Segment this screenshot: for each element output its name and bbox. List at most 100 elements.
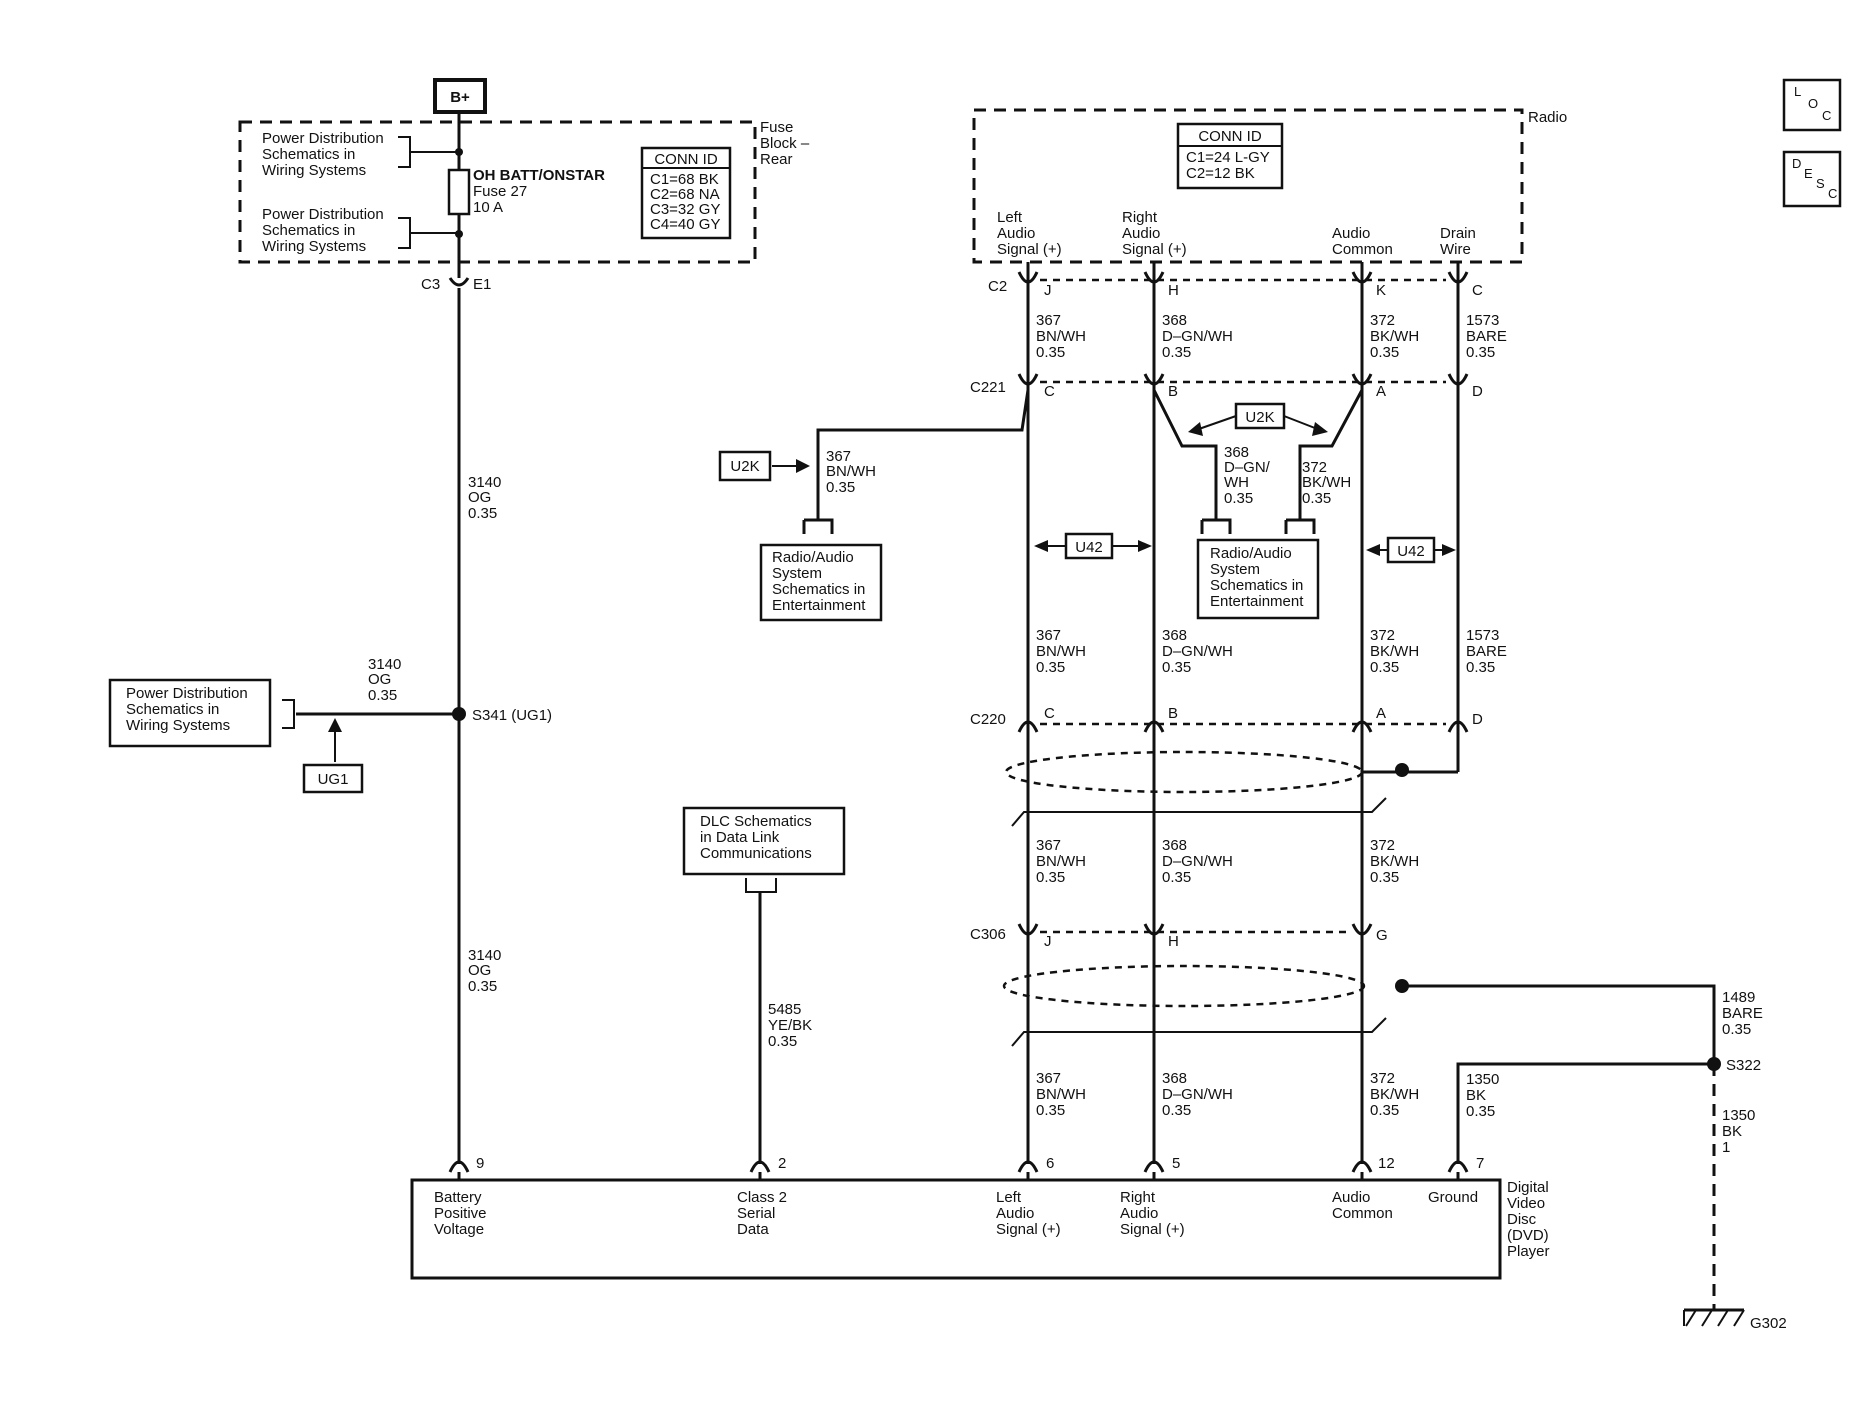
wire-372-branch-label: 372 BK/WH 0.35 — [1302, 459, 1355, 507]
wire-1489-label: 1489 BARE 0.35 — [1722, 989, 1767, 1038]
wire-1350-label: 1350 BK 0.35 — [1466, 1071, 1504, 1120]
loc-icon-frame — [1782, 78, 1842, 132]
c2-label: C2 — [988, 278, 1007, 295]
wire-5485-label: 5485 YE/BK 0.35 — [768, 1001, 816, 1050]
wire-368-label: 368 D–GN/WH 0.35 — [1162, 837, 1237, 886]
wire-368-label: 368 D–GN/WH 0.35 — [1162, 1070, 1237, 1119]
pd-bracket-2 — [398, 217, 459, 249]
branch-connector — [802, 518, 834, 534]
wire-3140-branch-label: 3140 OG 0.35 — [368, 656, 406, 704]
e1-label: E1 — [473, 276, 491, 293]
wire-3140-label: 3140 OG 0.35 — [468, 474, 506, 522]
g302-label: G302 — [1750, 1315, 1787, 1332]
pin-cup — [1351, 720, 1373, 733]
fuse-27-label: OH BATT/ONSTAR Fuse 27 10 A — [473, 167, 609, 216]
wire-1350-ground-label: 1350 BK 1 — [1722, 1107, 1760, 1156]
dvd-connector — [448, 1160, 1469, 1180]
pd-ref-3: Power Distribution Schematics in Wiring … — [126, 685, 252, 734]
pin-cup — [1351, 1160, 1373, 1173]
c306-connector — [1017, 923, 1373, 936]
shield-drain-dot — [1395, 763, 1409, 777]
dlc-ref-text: DLC Schematics in Data Link Communicatio… — [700, 813, 816, 862]
wire-1489 — [1402, 984, 1716, 1062]
c2-pin: C — [1472, 282, 1483, 299]
dvd-pin-number: 5 — [1172, 1155, 1180, 1172]
dvd-player-label: Digital Video Disc (DVD) Player — [1507, 1179, 1553, 1260]
dvd-pin-number: 9 — [476, 1155, 484, 1172]
loc-icon[interactable]: L O C — [1782, 78, 1842, 132]
c306-pin: H — [1168, 933, 1179, 950]
wire-368-branch — [1152, 389, 1218, 520]
radio-pin-drain: Drain Wire — [1440, 225, 1480, 258]
wire-367-branch-label: 367 BN/WH 0.35 — [826, 448, 880, 496]
desc-icon-frame — [1782, 150, 1842, 208]
wire-367-label: 367 BN/WH 0.35 — [1036, 312, 1090, 361]
loc-letter: O — [1808, 96, 1818, 111]
bplus-label: B+ — [450, 89, 470, 106]
pin-cup — [1017, 271, 1039, 284]
wire-372-label: 372 BK/WH 0.35 — [1370, 837, 1423, 886]
c2-pin: J — [1044, 282, 1052, 299]
pin-cup — [448, 1160, 470, 1173]
ground-symbol — [1683, 1308, 1745, 1327]
pin-cup — [1143, 271, 1165, 284]
c220-connector — [1017, 720, 1469, 733]
pin-cup — [1351, 271, 1373, 284]
ug1-box — [302, 763, 364, 794]
desc-letter: D — [1792, 156, 1801, 171]
u42-arrowhead — [1442, 544, 1456, 556]
u42-label: U42 — [1075, 539, 1103, 556]
pd-bracket-1 — [398, 136, 459, 168]
dvd-pin-number: 12 — [1378, 1155, 1395, 1172]
radio-conn-id-title: CONN ID — [1198, 128, 1262, 145]
dvd-player-box — [410, 1178, 1502, 1280]
desc-letter: E — [1804, 166, 1813, 181]
ug1-arrowhead — [328, 718, 342, 732]
fuse-conn-id-title: CONN ID — [654, 151, 718, 168]
u2k-box-center — [1234, 402, 1286, 430]
wire-1350 — [1456, 1062, 1714, 1164]
radio-audio-ref-2 — [1196, 538, 1320, 620]
pin-cup — [1447, 1160, 1469, 1173]
pin-cup — [1143, 1160, 1165, 1173]
s322-label: S322 — [1726, 1057, 1761, 1074]
dlc-ref-box — [682, 806, 846, 876]
desc-icon[interactable]: D E S C — [1782, 150, 1842, 208]
c220-pin: C — [1044, 705, 1055, 722]
c2-pin: K — [1376, 282, 1386, 299]
c220-label: C220 — [970, 711, 1006, 728]
pd-ref-2: Power Distribution Schematics in Wiring … — [262, 206, 388, 255]
ground-hatch — [1701, 1309, 1713, 1327]
wire-372-label: 372 BK/WH 0.35 — [1370, 1070, 1423, 1119]
fuse-block-outline — [238, 120, 757, 264]
fuse-block-label: Fuse Block – Rear — [760, 119, 813, 168]
c3-connector — [448, 277, 470, 287]
u42-box-right — [1386, 536, 1436, 564]
u2k-arrowhead — [1312, 422, 1328, 436]
shield-twist — [1011, 797, 1387, 827]
u2k-label: U2K — [730, 458, 759, 475]
wire-372-label: 372 BK/WH 0.35 — [1370, 312, 1423, 361]
dvd-pin-battery: Battery Positive Voltage — [434, 1189, 491, 1238]
wire-368-label: 368 D–GN/WH 0.35 — [1162, 312, 1237, 361]
pin-cup — [1143, 373, 1165, 386]
dvd-pin-class2: Class 2 Serial Data — [737, 1189, 791, 1238]
c220-pin: A — [1376, 705, 1386, 722]
c221-connector — [1017, 373, 1469, 386]
c221-pin: A — [1376, 383, 1386, 400]
c306-pin: G — [1376, 927, 1388, 944]
dvd-pin-number: 7 — [1476, 1155, 1484, 1172]
pin-cup — [1143, 720, 1165, 733]
pin-cup — [1447, 373, 1469, 386]
u2k-arrow — [1195, 415, 1237, 431]
wire-368-branch-label: 368 D–GN/ WH 0.35 — [1224, 444, 1274, 507]
c221-pin: C — [1044, 383, 1055, 400]
c221-label: C221 — [970, 379, 1006, 396]
shield-twist — [1011, 1017, 1387, 1047]
pd3-bracket — [282, 699, 295, 729]
branch-connector — [1284, 518, 1316, 534]
pin-cup — [1447, 271, 1469, 284]
pin-cup — [1351, 923, 1373, 936]
c3-label: C3 — [421, 276, 440, 293]
